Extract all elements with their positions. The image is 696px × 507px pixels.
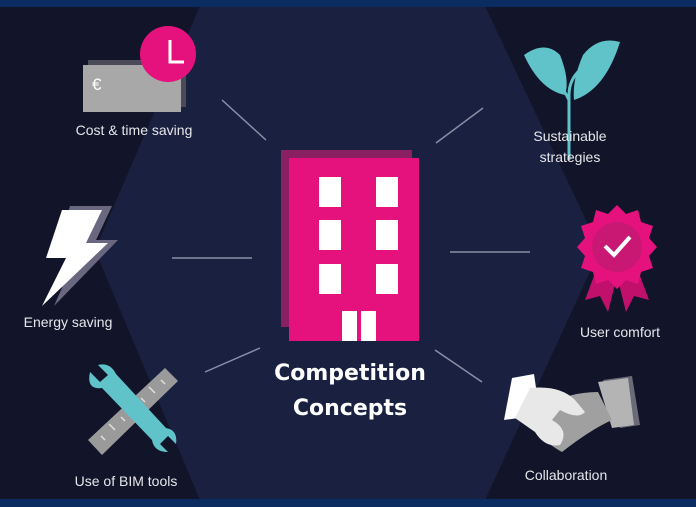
title-line2: Concepts [293,396,407,421]
connector-lines [172,99,530,383]
label-sustainable-2: strategies [540,149,601,165]
svg-text:€: € [92,75,102,94]
label-sustainable-1: Sustainable [533,128,606,144]
label-collaboration: Collaboration [525,467,608,483]
label-cost-time: Cost & time saving [76,122,193,138]
plant-icon [524,40,620,160]
handshake-icon [504,374,640,452]
connector-line [221,99,267,141]
label-energy: Energy saving [24,314,113,330]
title-line1: Competition [274,361,426,386]
wrench-ruler-icon [88,364,178,455]
label-bim-tools: Use of BIM tools [75,473,178,489]
connector-line [204,347,261,373]
top-band [0,0,696,7]
award-rosette-icon [577,205,657,312]
building-icon [281,150,419,341]
money-clock-icon: € [83,26,196,112]
bottom-band [0,499,696,507]
connector-line [435,107,484,144]
label-user-comfort: User comfort [580,324,660,340]
connector-line [434,349,483,383]
lightning-icon [42,206,118,306]
